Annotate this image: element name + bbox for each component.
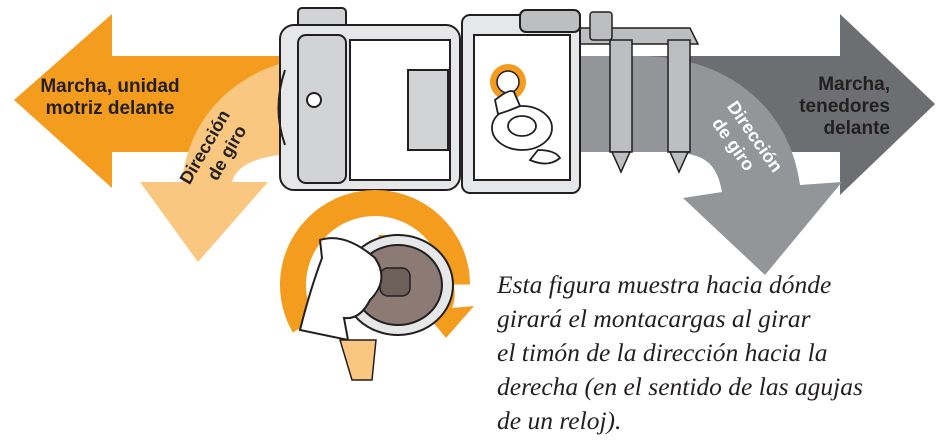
caption-line-4: derecha (en el sentido de las agujas <box>497 372 863 401</box>
left-motion-line2: motriz delante <box>46 98 175 119</box>
right-motion-line2: tenedores <box>799 96 890 117</box>
left-motion-line1: Marcha, unidad <box>40 76 179 97</box>
operator-figure <box>491 90 562 165</box>
caption-line-2: girará el montacargas al girar <box>497 304 811 333</box>
forks <box>547 11 700 174</box>
left-motion-label: Marcha, unidad motriz delante <box>40 76 179 119</box>
steering-wheel-closeup <box>280 190 474 381</box>
right-motion-line3: delante <box>823 118 890 139</box>
right-motion-label: Marcha, tenedores delante <box>799 74 890 139</box>
caption-line-1: Esta figura muestra hacia dónde <box>497 270 832 299</box>
caption-line-5: de un reloj). <box>497 406 622 435</box>
caption: Esta figura muestra hacia dónde girará e… <box>497 268 937 438</box>
caption-line-3: el timón de la dirección hacia la <box>497 338 828 367</box>
right-motion-line1: Marcha, <box>818 74 890 95</box>
tiller-top <box>490 64 526 100</box>
truck-top-view <box>277 7 581 194</box>
